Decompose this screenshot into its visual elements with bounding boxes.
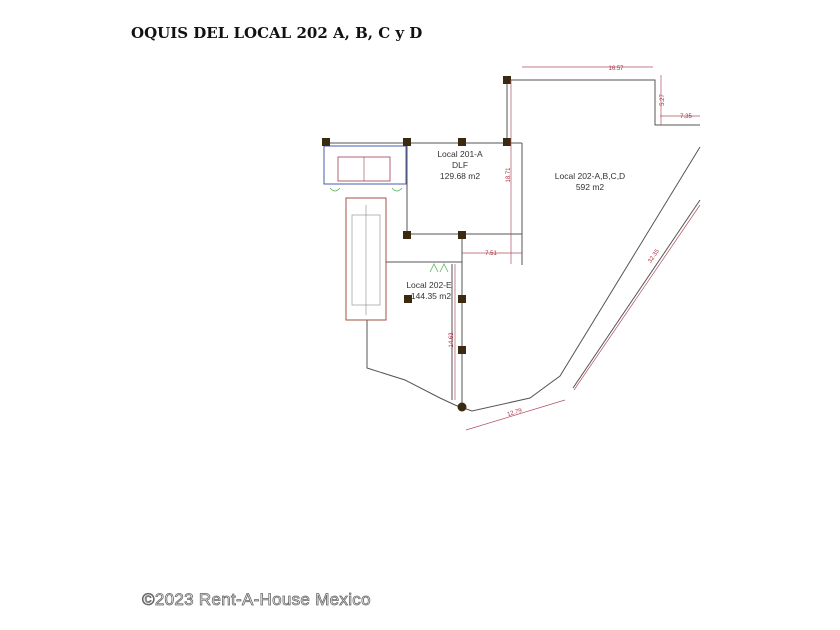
dim-middle-horizontal: 7.51: [485, 251, 497, 257]
door-icon: [429, 263, 449, 273]
watermark: ©2023 Rent-A-House Mexico: [142, 590, 371, 610]
unit-202abcd-area: 592 m2: [576, 182, 605, 192]
dimension-lines: [454, 66, 701, 431]
unit-201a-sub: DLF: [452, 160, 468, 170]
elevator-core: [323, 145, 407, 192]
unit-201a-area: 129.68 m2: [440, 171, 480, 181]
dim-lower-vertical: 14.63: [449, 332, 455, 348]
dim-right-step: 7.35: [680, 114, 692, 120]
unit-202e-name: Local 202-E: [406, 280, 452, 290]
columns: [322, 76, 511, 412]
dim-bottom-curve: 12.79: [507, 408, 524, 418]
dim-diagonal: 32.35: [647, 248, 661, 264]
unit-202e-area: 144.35 m2: [411, 291, 451, 301]
dim-top: 16.57: [608, 66, 624, 72]
unit-201a-name: Local 201-A: [437, 149, 483, 159]
walls: [322, 79, 701, 412]
escalator: [345, 197, 387, 321]
dim-middle-vertical: 18.71: [506, 167, 512, 183]
unit-202abcd-name: Local 202-A,B,C,D: [555, 171, 625, 181]
page-title: OQUIS DEL LOCAL 202 A, B, C y D: [131, 24, 423, 42]
dim-right-short: 5.27: [660, 94, 666, 106]
